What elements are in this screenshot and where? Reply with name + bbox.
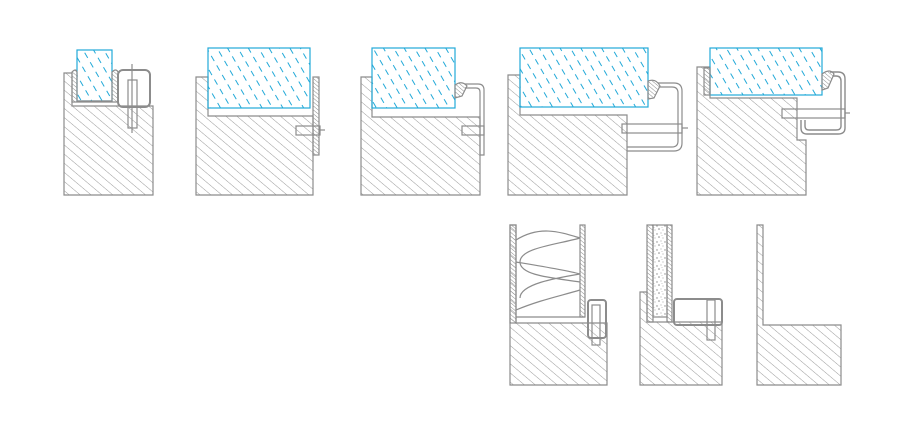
glazing-detail-4: [507, 47, 688, 196]
panel-detail-insulated: [509, 224, 608, 386]
glazing-seal: [71, 69, 119, 103]
panel-detail-concrete: [639, 224, 723, 386]
glass-pane: [519, 47, 649, 108]
glazing-detail-5: [696, 47, 850, 196]
panel-skin-inner: [579, 224, 586, 318]
panel-skin-outer: [509, 224, 517, 324]
glazing-seal: [454, 82, 468, 99]
screw: [706, 299, 716, 341]
concrete-core: [652, 224, 668, 318]
threaded-rod: [621, 123, 683, 134]
panel-skin-inner: [666, 224, 673, 323]
box-profile: [673, 298, 723, 326]
glazing-detail-2: [195, 47, 325, 196]
glazing-seal: [647, 79, 661, 100]
panel-detail-plain: [756, 224, 842, 386]
glazing-bead: [587, 299, 607, 339]
glass-pane: [371, 47, 456, 109]
glazing-detail-1: [63, 49, 154, 196]
glass-pane: [709, 47, 823, 96]
frame-section: [756, 224, 842, 386]
screw: [461, 125, 485, 136]
screw: [591, 304, 601, 346]
glass-pane: [76, 49, 113, 102]
angle-profile: [465, 83, 485, 156]
box-profile: [800, 71, 846, 135]
glazing-detail-3: [360, 47, 485, 196]
cover-plate: [312, 76, 320, 156]
panel-skin-outer: [646, 224, 654, 323]
glazing-bead: [117, 69, 151, 108]
glass-pane: [207, 47, 311, 109]
box-profile: [627, 82, 683, 152]
insulation-waves: [515, 230, 581, 311]
